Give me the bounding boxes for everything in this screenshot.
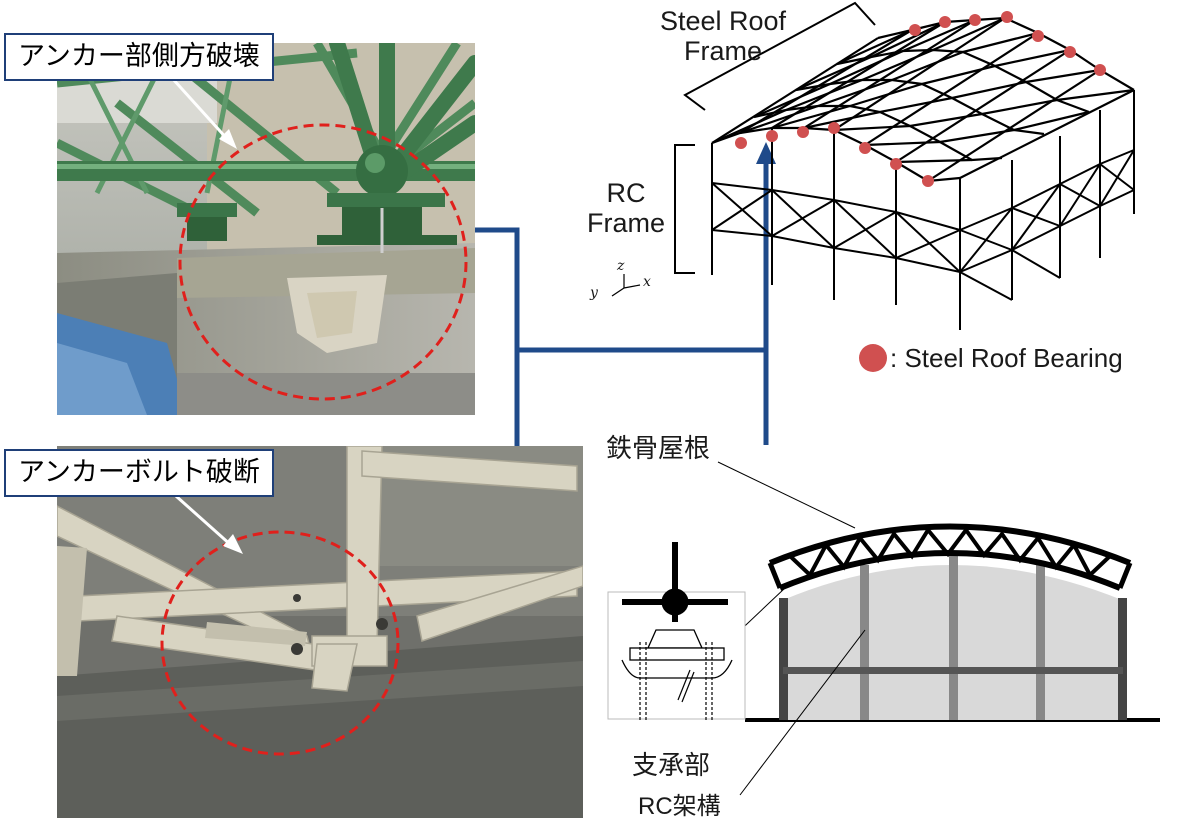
pointer-steel-roof [717,461,856,529]
axis-label-y: y [590,285,598,301]
rc-column-outer-right [1118,598,1127,720]
bearing-dot [766,130,778,142]
bracket-rc-frame [674,144,695,274]
structure-3d-wireframe [611,1,1135,372]
bearing-dot [1032,30,1044,42]
bracket-steel-roof [683,1,876,111]
bearing-dot [1001,11,1013,23]
label-rc-line1: RC [606,178,646,208]
bearing-dot [859,142,871,154]
legend-bearing-dot [859,344,887,372]
steel-roof-truss [767,523,1133,591]
axis-label-x: x [643,274,651,290]
bearing-dot [969,14,981,26]
legend-steel-roof-bearing: : Steel Roof Bearing [890,343,1123,373]
label-bearing: 支承部 [632,750,711,780]
rc-beam [783,667,1123,674]
label-steel-roof-frame: Steel Roof Frame [628,6,818,66]
bearing-dot [1064,46,1076,58]
bearing-dot [1094,64,1106,76]
rc-frame-lines [711,90,1135,330]
photo-anchor-bolt-fracture-image [57,446,583,818]
callout-arrow-2 [166,486,233,548]
axis-label-z: z [617,258,625,274]
damage-circle-2 [160,486,400,756]
damage-circle-1 [170,76,468,401]
bearing-dot [922,175,934,187]
photo-anchor-bolt-fracture [57,446,583,818]
label-rc-line2: Frame [586,208,665,238]
rc-column-inner [949,552,958,720]
photo-anchor-side-failure [57,43,475,415]
bearing-dot [735,137,747,149]
rc-column-inner [860,565,869,720]
callout-anchor-bolt-fracture: アンカーボルト破断 [4,449,274,497]
label-rc-frame: RC Frame [576,178,676,238]
callout-arrow-1 [170,76,231,143]
photo-anchor-side-failure-image [57,43,475,415]
bearing-dot [939,16,951,28]
label-steel-roof: 鉄骨屋根 [606,433,711,463]
bearing-detail [607,542,746,720]
bearing-dot [909,24,921,36]
label-steel-roof-line1: Steel Roof [659,6,787,36]
section-drawing [607,461,1160,796]
pointer-rc-frame [739,629,866,796]
callout-anchor-side-failure: アンカー部側方破壊 [4,33,274,81]
roof-lattice [711,16,1135,183]
label-steel-roof-line2: Frame [683,36,762,66]
label-rc-frame-jp: RC架構 [638,793,721,820]
bearing-dot [797,126,809,138]
bearing-dot [890,158,902,170]
rc-column-outer-left [779,598,788,720]
bearing-dots [735,11,1106,187]
axis-glyph [611,274,641,297]
rc-column-inner [1036,563,1045,720]
bearing-dot [828,122,840,134]
